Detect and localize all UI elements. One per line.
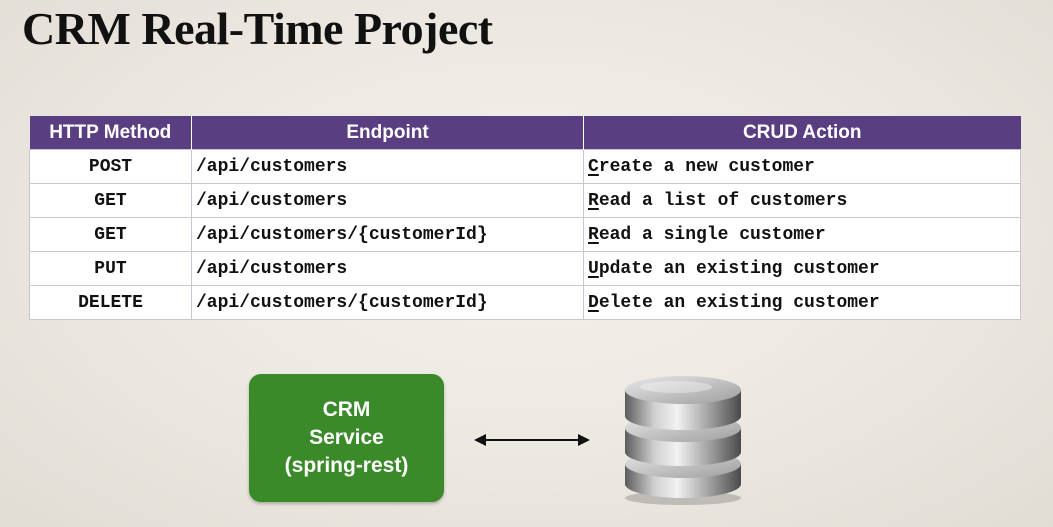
header-crud-action: CRUD Action (583, 116, 1021, 150)
table-header-row: HTTP Method Endpoint CRUD Action (29, 116, 1021, 150)
action-cell: Update an existing customer (583, 251, 1021, 286)
service-line-3: (spring-rest) (284, 454, 409, 477)
double-arrow-icon (474, 434, 590, 446)
action-text: elete an existing customer (598, 292, 880, 313)
table-row: DELETE /api/customers/{customerId} Delet… (29, 285, 1021, 320)
method-cell: DELETE (29, 285, 192, 320)
action-cell: Delete an existing customer (583, 285, 1021, 320)
table-row: GET /api/customers Read a list of custom… (29, 183, 1021, 218)
method-cell: GET (29, 183, 192, 218)
endpoint-cell: /api/customers/{customerId} (191, 285, 584, 320)
service-line-2: Service (309, 426, 384, 449)
crud-letter: R (588, 224, 599, 245)
action-text: ead a list of customers (598, 190, 848, 211)
api-endpoints-table: HTTP Method Endpoint CRUD Action POST /a… (29, 116, 1021, 320)
crud-letter: U (588, 258, 599, 279)
method-cell: POST (29, 149, 192, 184)
endpoint-cell: /api/customers (191, 183, 584, 218)
endpoint-cell: /api/customers/{customerId} (191, 217, 584, 252)
crud-letter: R (588, 190, 599, 211)
action-cell: Create a new customer (583, 149, 1021, 184)
header-endpoint: Endpoint (191, 116, 584, 150)
action-text: reate a new customer (598, 156, 815, 177)
method-cell: GET (29, 217, 192, 252)
table-row: POST /api/customers Create a new custome… (29, 149, 1021, 184)
table-row: PUT /api/customers Update an existing cu… (29, 251, 1021, 286)
database-icon (625, 376, 741, 505)
endpoint-cell: /api/customers (191, 149, 584, 184)
crud-letter: D (588, 292, 599, 313)
service-line-1: CRM (322, 398, 371, 421)
method-cell: PUT (29, 251, 192, 286)
action-cell: Read a list of customers (583, 183, 1021, 218)
header-http-method: HTTP Method (29, 116, 192, 150)
action-cell: Read a single customer (583, 217, 1021, 252)
page-title: CRM Real-Time Project (22, 3, 493, 54)
crud-letter: C (588, 156, 599, 177)
endpoint-cell: /api/customers (191, 251, 584, 286)
table-row: GET /api/customers/{customerId} Read a s… (29, 217, 1021, 252)
action-text: ead a single customer (598, 224, 826, 245)
action-text: pdate an existing customer (598, 258, 880, 279)
crm-service-box: CRM Service (spring-rest) (249, 374, 444, 502)
